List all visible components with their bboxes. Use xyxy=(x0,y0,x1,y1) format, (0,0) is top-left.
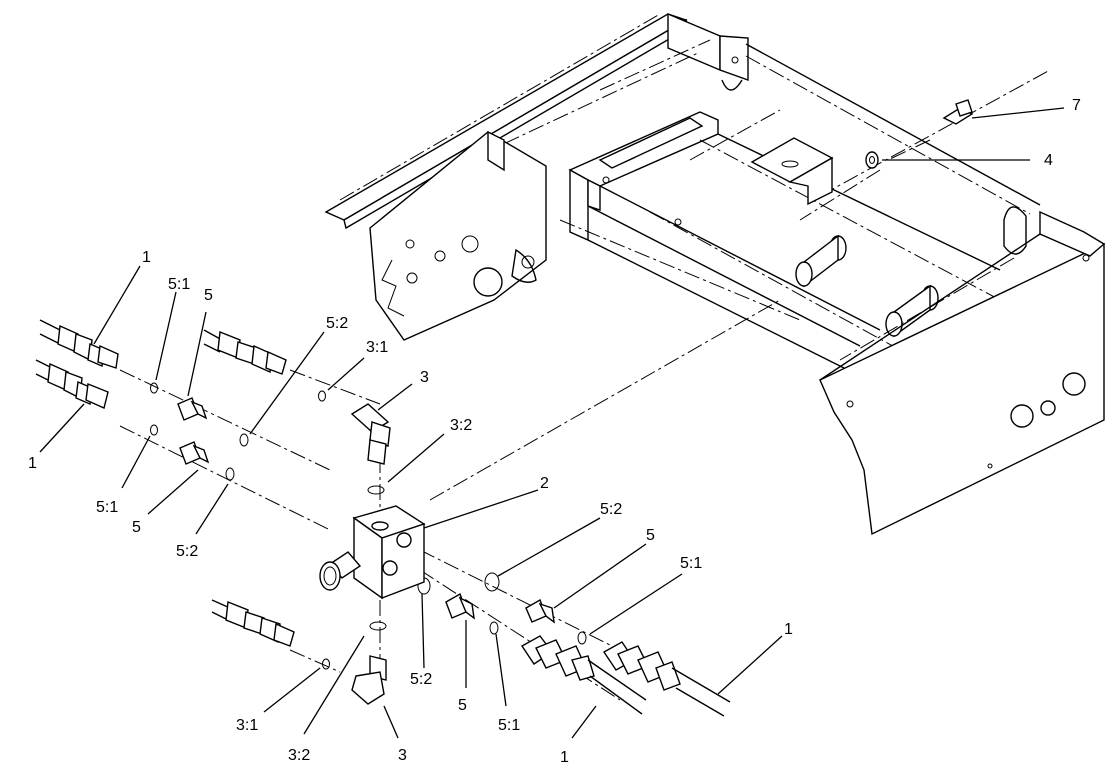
callout-5-2-lower-left: 5:2 xyxy=(176,543,198,560)
elbow-fitting-3-upper xyxy=(350,403,391,465)
fitting-5-bottom-middle xyxy=(445,592,475,620)
hose-assembly-left-upper xyxy=(39,319,119,369)
callout-5-bottom: 5 xyxy=(458,697,467,714)
callout-5-1-lower-left: 5:1 xyxy=(96,499,118,516)
callout-7: 7 xyxy=(1072,97,1081,114)
frame-assembly xyxy=(324,12,1106,536)
hose-assembly-bottom-left xyxy=(211,599,295,647)
leader-lines xyxy=(39,107,1065,739)
hose-assembly-left-lower xyxy=(35,359,109,409)
washer-4 xyxy=(865,151,879,169)
callout-3-2-bottom: 3:2 xyxy=(288,747,310,764)
fitting-5-upper-left xyxy=(177,397,208,421)
callout-3-1-upper: 3:1 xyxy=(366,339,388,356)
callout-5-right: 5 xyxy=(646,527,655,544)
callout-5-1-upper: 5:1 xyxy=(168,276,190,293)
hose-assembly-right-rear xyxy=(602,641,731,717)
callout-3-bottom: 3 xyxy=(398,747,407,764)
hose-assembly-top-middle xyxy=(203,329,287,375)
fitting-5-lower-left xyxy=(179,441,210,465)
bolt-7 xyxy=(942,99,974,125)
callout-5-2-upper: 5:2 xyxy=(326,315,348,332)
o-rings xyxy=(150,382,587,670)
hose-assembly-right-front xyxy=(520,635,647,715)
callout-5-1-bottom: 5:1 xyxy=(498,717,520,734)
callout-4: 4 xyxy=(1044,152,1053,169)
valve-block-2 xyxy=(319,505,426,600)
callout-1-bottom: 1 xyxy=(560,749,569,766)
fitting-5-bottom-right xyxy=(525,598,555,624)
callout-5-lower-left: 5 xyxy=(132,519,141,536)
callout-3-1-bottom: 3:1 xyxy=(236,717,258,734)
callout-5-2-right: 5:2 xyxy=(600,501,622,518)
callout-1-lower-left: 1 xyxy=(28,455,37,472)
callout-1-right: 1 xyxy=(784,621,793,638)
pivot-pin-left xyxy=(795,234,847,288)
callout-5-1-right: 5:1 xyxy=(680,555,702,572)
callout-3-2-upper: 3:2 xyxy=(450,417,472,434)
callout-5-upper: 5 xyxy=(204,287,213,304)
callout-2: 2 xyxy=(540,475,549,492)
callout-labels: 7 4 1 5:1 5 5:2 3:1 3 1 3:2 5:1 2 5 5:2 … xyxy=(28,97,1081,766)
callout-1-upper-left: 1 xyxy=(142,249,151,266)
callout-3-upper: 3 xyxy=(420,369,429,386)
callout-5-2-bottom: 5:2 xyxy=(410,671,432,688)
elbow-fitting-3-lower xyxy=(351,655,387,705)
